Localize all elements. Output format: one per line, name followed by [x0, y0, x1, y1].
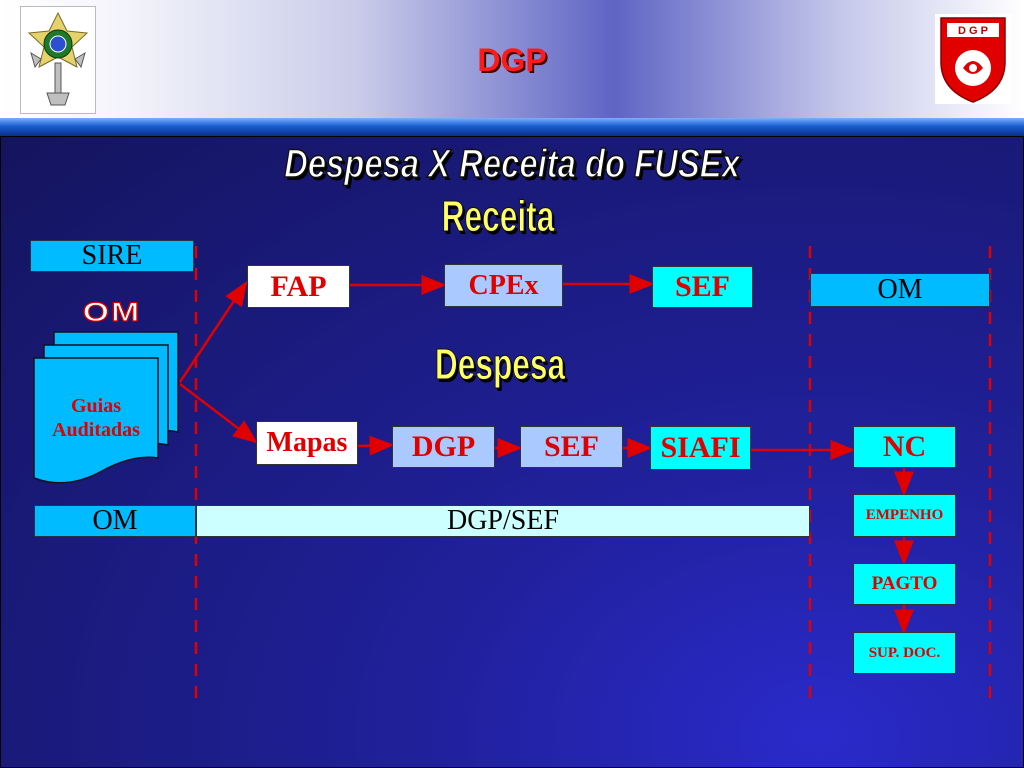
dgp-shield-icon: D G P — [940, 17, 1006, 103]
dgp-shield-logo: D G P — [935, 14, 1011, 104]
section-despesa-label: Despesa — [434, 340, 566, 390]
army-emblem-logo — [20, 6, 96, 114]
dgp-box: DGP — [392, 426, 495, 468]
document-stack-icon — [33, 331, 179, 484]
sup-doc-box: SUP. DOC. — [853, 632, 956, 674]
flow-arrows — [178, 274, 914, 635]
nc-box: NC — [853, 426, 956, 468]
phase-separators — [194, 246, 992, 700]
section-receita-label: Receita — [441, 192, 555, 242]
cpex-box: CPEx — [444, 264, 563, 307]
empenho-box: EMPENHO — [853, 494, 956, 537]
arrow-guias-to-mapas — [179, 383, 258, 444]
sef-despesa-box: SEF — [520, 426, 623, 468]
header-title: DGP — [477, 42, 547, 78]
om-stamp: OM — [82, 296, 142, 328]
mapas-box: Mapas — [256, 421, 358, 465]
siafi-box: SIAFI — [650, 426, 751, 470]
arrow-guias-to-fap — [178, 280, 248, 383]
om-receita-bar: OM — [810, 273, 990, 307]
guias-auditadas-label: Guias Auditadas — [34, 388, 158, 448]
header: DGP D G P — [0, 0, 1024, 118]
diagram-title: Despesa X Receita do FUSEx — [284, 141, 741, 187]
guias-line: Guias — [70, 395, 122, 417]
om-despesa-bar: OM — [34, 505, 196, 537]
dgp-shield-text: D G P — [958, 25, 988, 37]
sef-receita-box: SEF — [652, 266, 753, 308]
sire-label-bar: SIRE — [30, 240, 194, 272]
header-divider-band — [0, 118, 1024, 136]
arrow-mapas-to-dgp — [357, 435, 395, 456]
fap-box: FAP — [247, 265, 350, 308]
dgp-sef-bar: DGP/SEF — [196, 505, 810, 537]
pagto-box: PAGTO — [853, 563, 956, 605]
army-emblem-icon — [27, 11, 89, 106]
auditadas-line: Auditadas — [52, 419, 140, 441]
